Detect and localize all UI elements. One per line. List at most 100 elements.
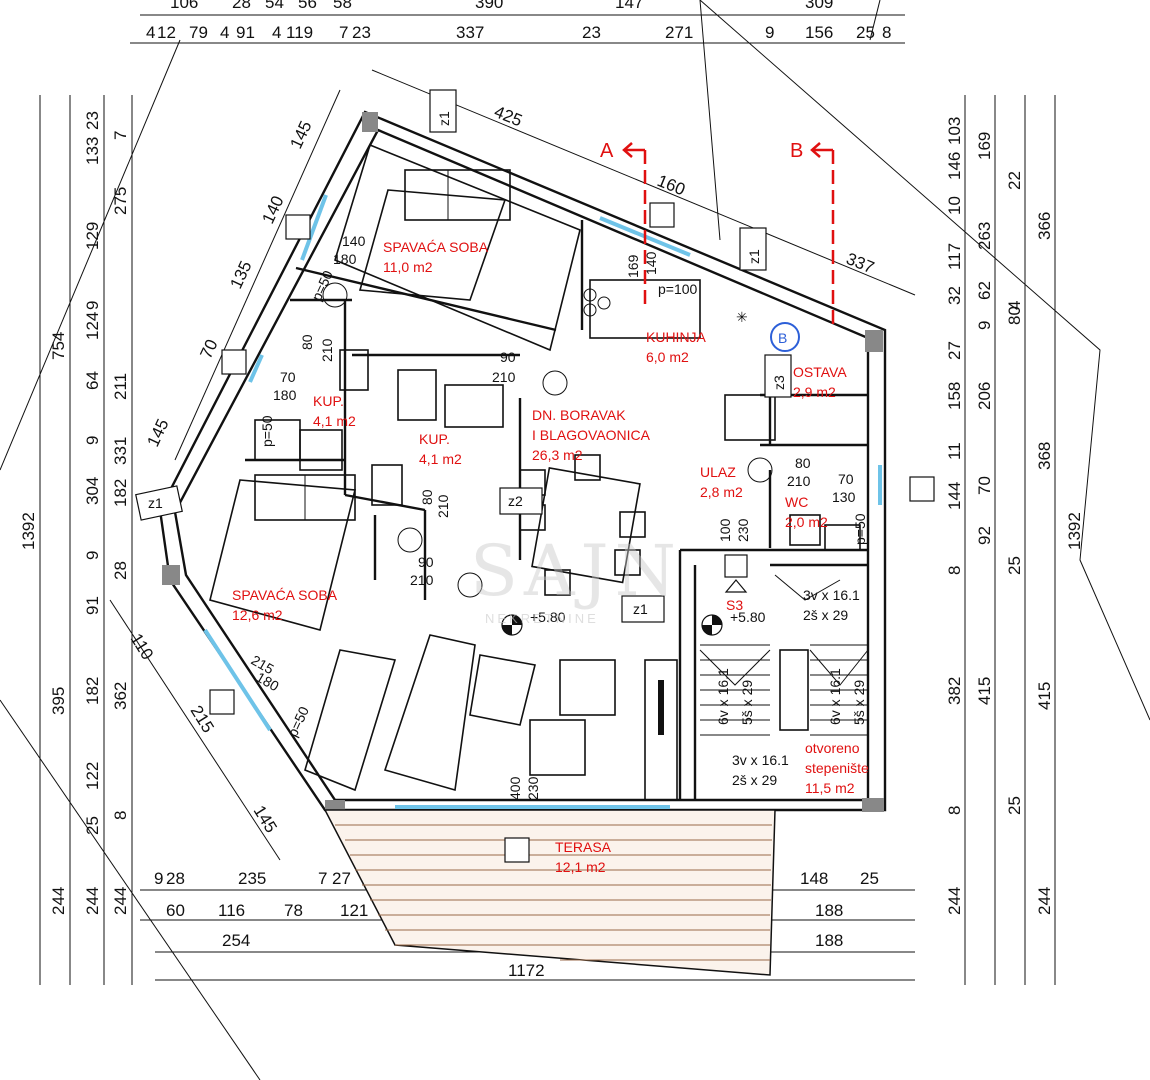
column-1 xyxy=(362,112,378,132)
section-b-label: B xyxy=(790,140,803,162)
door-label-4: 210 xyxy=(492,369,516,385)
window-tag-z3: z3 xyxy=(771,375,787,390)
bot-r1-11: 148 xyxy=(800,869,828,888)
right-in-14: 206 xyxy=(975,382,994,410)
top-dim-r2-12: 271 xyxy=(665,23,693,42)
top-dimensions: 106 28 54 56 58 390 147 309 4 12 79 4 91… xyxy=(130,0,905,44)
right-in-24: 8 xyxy=(945,806,964,815)
column-2 xyxy=(865,330,883,352)
top-dim-r2-11: 23 xyxy=(582,23,601,42)
right-in-5: 117 xyxy=(945,243,964,270)
top-dim-r2-15: 25 xyxy=(856,23,875,42)
left-in-14: 91 xyxy=(83,596,102,615)
door-label-29: p=50 xyxy=(852,513,868,545)
bot-r1-4: 7 xyxy=(318,869,327,888)
bed-1 xyxy=(358,189,507,301)
left-mid-1: 754 xyxy=(49,332,68,360)
right-in-7: 263 xyxy=(975,222,994,250)
bot-r2-1: 60 xyxy=(166,901,185,920)
wardrobe-1 xyxy=(334,143,581,352)
door-label-12: 210 xyxy=(410,572,434,588)
right-in-17: 70 xyxy=(975,476,994,495)
section-a-arrow-icon xyxy=(622,142,633,158)
sofa xyxy=(383,634,476,792)
left-in-20: 8 xyxy=(111,811,130,820)
top-dim-r2-6: 4 xyxy=(272,23,281,42)
top-dim-r2-16: 8 xyxy=(882,23,891,42)
window-tag-z1-a: z1 xyxy=(436,111,452,126)
window-tag-z2: z2 xyxy=(508,493,523,509)
top-dim-8: 309 xyxy=(805,0,833,12)
bot-r1-1: 9 xyxy=(154,869,163,888)
door-label-1: 140 xyxy=(342,233,366,249)
room-living-name2: I BLAGOVAONICA xyxy=(532,427,651,443)
right-in-12: 9 xyxy=(975,321,994,330)
bot-r2-2: 116 xyxy=(218,901,245,920)
coffee-table xyxy=(469,654,536,726)
right-in-21: 25 xyxy=(1005,556,1024,575)
room-terrace-area: 12,1 m2 xyxy=(555,859,606,875)
stair-3b: 5š x 29 xyxy=(851,680,867,725)
door-label-2: 180 xyxy=(333,251,357,267)
furniture: ✳ B xyxy=(209,143,861,801)
left-in-3: 133 xyxy=(83,137,102,165)
room-kitchen-name: KUHINJA xyxy=(646,329,707,345)
column-4 xyxy=(325,800,345,812)
left-in-4: 275 xyxy=(111,187,130,215)
armchair-1 xyxy=(559,659,616,716)
window-tag-z1-b: z1 xyxy=(746,249,762,264)
right-in-8: 32 xyxy=(945,286,964,305)
bot-r1-12: 25 xyxy=(860,869,879,888)
right-in-3: 146 xyxy=(945,152,964,180)
top-dim-r2-14: 156 xyxy=(805,23,833,42)
room-bedroom-2-area: 12,6 m2 xyxy=(232,607,283,623)
right-mid-1: 366 xyxy=(1035,212,1054,240)
door-label-9: 80 xyxy=(419,489,435,505)
left-in-18: 182 xyxy=(83,677,102,705)
bed-1-pillows xyxy=(404,169,511,221)
left-in-17: 362 xyxy=(111,682,130,710)
door-label-8: 180 xyxy=(273,387,297,403)
right-dimensions: 1392 366 368 415 244 103 146 10 117 32 2… xyxy=(945,95,1084,985)
room-living-name: DN. BORAVAK xyxy=(532,407,626,423)
top-dim-3: 54 xyxy=(265,0,284,12)
armchair-2 xyxy=(529,719,586,776)
right-in-20: 8 xyxy=(945,566,964,575)
room-entry-area: 2,8 m2 xyxy=(700,484,743,500)
left-in-22: 244 xyxy=(83,887,102,915)
bot-r2-3: 78 xyxy=(284,901,303,920)
left-in-2: 7 xyxy=(111,131,130,140)
door-label-17: 100 xyxy=(717,518,733,542)
window-tag-z1-d: z1 xyxy=(633,601,648,617)
right-mid-2: 368 xyxy=(1035,442,1054,470)
room-wc-name: WC xyxy=(785,494,808,510)
door-label-11: 90 xyxy=(418,554,434,570)
top-dim-7: 147 xyxy=(615,0,643,12)
room-living-area: 26,3 m2 xyxy=(532,447,583,463)
right-in-10: 4 xyxy=(1005,301,1024,310)
right-in-15: 158 xyxy=(945,382,964,410)
room-bedroom-1-area: 11,0 m2 xyxy=(383,259,433,275)
left-in-9: 211 xyxy=(111,373,130,400)
left-in-7: 124 xyxy=(83,312,102,340)
watermark: SAJN NEKRETNINE xyxy=(470,530,676,626)
room-stairs-area: 11,5 m2 xyxy=(805,780,855,796)
top-dim-r2-8: 7 xyxy=(339,23,348,42)
left-in-21: 25 xyxy=(83,816,102,835)
bot-r1-5: 27 xyxy=(332,869,351,888)
left-mid-2: 395 xyxy=(49,687,68,715)
right-in-22: 382 xyxy=(945,677,964,705)
level-markers: +5.80 +5.80 xyxy=(501,609,766,636)
room-entry-name: ULAZ xyxy=(700,464,736,480)
door-label-25: p=100 xyxy=(658,281,698,297)
left-in-23: 244 xyxy=(111,887,130,915)
left-in-6: 9 xyxy=(83,301,102,310)
stair-2b: 5š x 29 xyxy=(739,680,755,725)
column-3 xyxy=(162,565,180,585)
tv-unit xyxy=(644,659,678,801)
wardrobe-2 xyxy=(304,649,397,792)
door-label-5: 80 xyxy=(299,334,315,350)
top-dim-r2-2: 12 xyxy=(157,23,176,42)
